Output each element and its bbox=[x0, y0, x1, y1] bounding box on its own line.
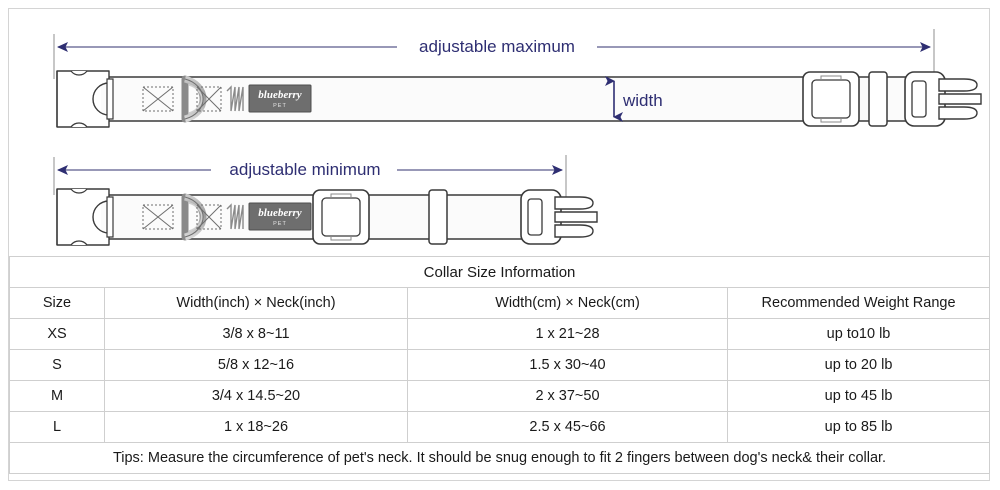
cell-cm-xs: 1 x 21~28 bbox=[407, 318, 728, 350]
table-row: M 3/4 x 14.5~20 2 x 37~50 up to 45 lb bbox=[9, 380, 991, 412]
table-title: Collar Size Information bbox=[8, 256, 991, 288]
header-cm: Width(cm) × Neck(cm) bbox=[407, 287, 728, 319]
collar-max-group: adjustable maximum bbox=[53, 29, 982, 128]
keeper-loop-max bbox=[868, 71, 888, 127]
cell-inch-xs: 3/8 x 8~11 bbox=[104, 318, 408, 350]
header-size: Size bbox=[9, 287, 105, 319]
table-title-row: Collar Size Information bbox=[8, 256, 991, 288]
d-ring-max bbox=[181, 75, 207, 123]
cell-weight-xs: up to10 lb bbox=[726, 318, 991, 350]
header-inch: Width(inch) × Neck(inch) bbox=[104, 287, 408, 319]
cell-cm-s: 1.5 x 30~40 bbox=[407, 349, 728, 381]
coil-detail-max bbox=[226, 85, 244, 112]
keeper-loop-min bbox=[428, 189, 448, 245]
cell-inch-s: 5/8 x 12~16 bbox=[104, 349, 408, 381]
cell-size-l: L bbox=[9, 411, 105, 443]
header-weight: Recommended Weight Range bbox=[726, 287, 991, 319]
cell-size-s: S bbox=[9, 349, 105, 381]
table-row: S 5/8 x 12~16 1.5 x 30~40 up to 20 lb bbox=[9, 349, 991, 381]
cell-size-m: M bbox=[9, 380, 105, 412]
slide-adjuster-max bbox=[802, 71, 860, 127]
cell-weight-s: up to 20 lb bbox=[726, 349, 991, 381]
brand-name-min: blueberry bbox=[258, 207, 302, 219]
brand-patch-max: blueberry PET bbox=[248, 84, 312, 113]
collar-min-group: adjustable minimum bbox=[53, 155, 598, 246]
cell-inch-l: 1 x 18~26 bbox=[104, 411, 408, 443]
male-buckle-max bbox=[904, 71, 982, 127]
cell-weight-m: up to 45 lb bbox=[726, 380, 991, 412]
x-stitch-right-max bbox=[196, 86, 222, 112]
brand-patch-min: blueberry PET bbox=[248, 202, 312, 231]
x-stitch-left-min bbox=[142, 204, 174, 230]
table-header-row: Size Width(inch) × Neck(inch) Width(cm) … bbox=[9, 287, 991, 319]
d-ring-min bbox=[181, 193, 207, 241]
coil-detail-min bbox=[226, 203, 244, 230]
tips-text: Tips: Measure the circumference of pet's… bbox=[8, 442, 991, 474]
width-dimension: width bbox=[605, 76, 663, 122]
x-stitch-left-max bbox=[142, 86, 174, 112]
male-buckle-min bbox=[520, 189, 598, 245]
cell-cm-l: 2.5 x 45~66 bbox=[407, 411, 728, 443]
table-row: XS 3/8 x 8~11 1 x 21~28 up to10 lb bbox=[9, 318, 991, 350]
adjustable-maximum-label: adjustable maximum bbox=[419, 37, 575, 56]
slide-adjuster-min bbox=[312, 189, 370, 245]
female-buckle-min bbox=[56, 188, 114, 246]
cell-weight-l: up to 85 lb bbox=[726, 411, 991, 443]
collar-diagram-area: adjustable maximum bbox=[9, 9, 989, 255]
width-label: width bbox=[622, 91, 663, 110]
cell-cm-m: 2 x 37~50 bbox=[407, 380, 728, 412]
x-stitch-right-min bbox=[196, 204, 222, 230]
table-tips-row: Tips: Measure the circumference of pet's… bbox=[8, 442, 991, 474]
adjustable-minimum-label: adjustable minimum bbox=[229, 160, 380, 179]
cell-inch-m: 3/4 x 14.5~20 bbox=[104, 380, 408, 412]
brand-sub-min: PET bbox=[273, 221, 287, 227]
collar-size-table-area: Collar Size Information Size Width(inch)… bbox=[8, 256, 991, 481]
brand-name-max: blueberry bbox=[258, 89, 302, 101]
collar-size-table: Collar Size Information Size Width(inch)… bbox=[8, 256, 991, 474]
female-buckle-max bbox=[56, 70, 114, 128]
table-row: L 1 x 18~26 2.5 x 45~66 up to 85 lb bbox=[9, 411, 991, 443]
cell-size-xs: XS bbox=[9, 318, 105, 350]
brand-sub-max: PET bbox=[273, 103, 287, 109]
